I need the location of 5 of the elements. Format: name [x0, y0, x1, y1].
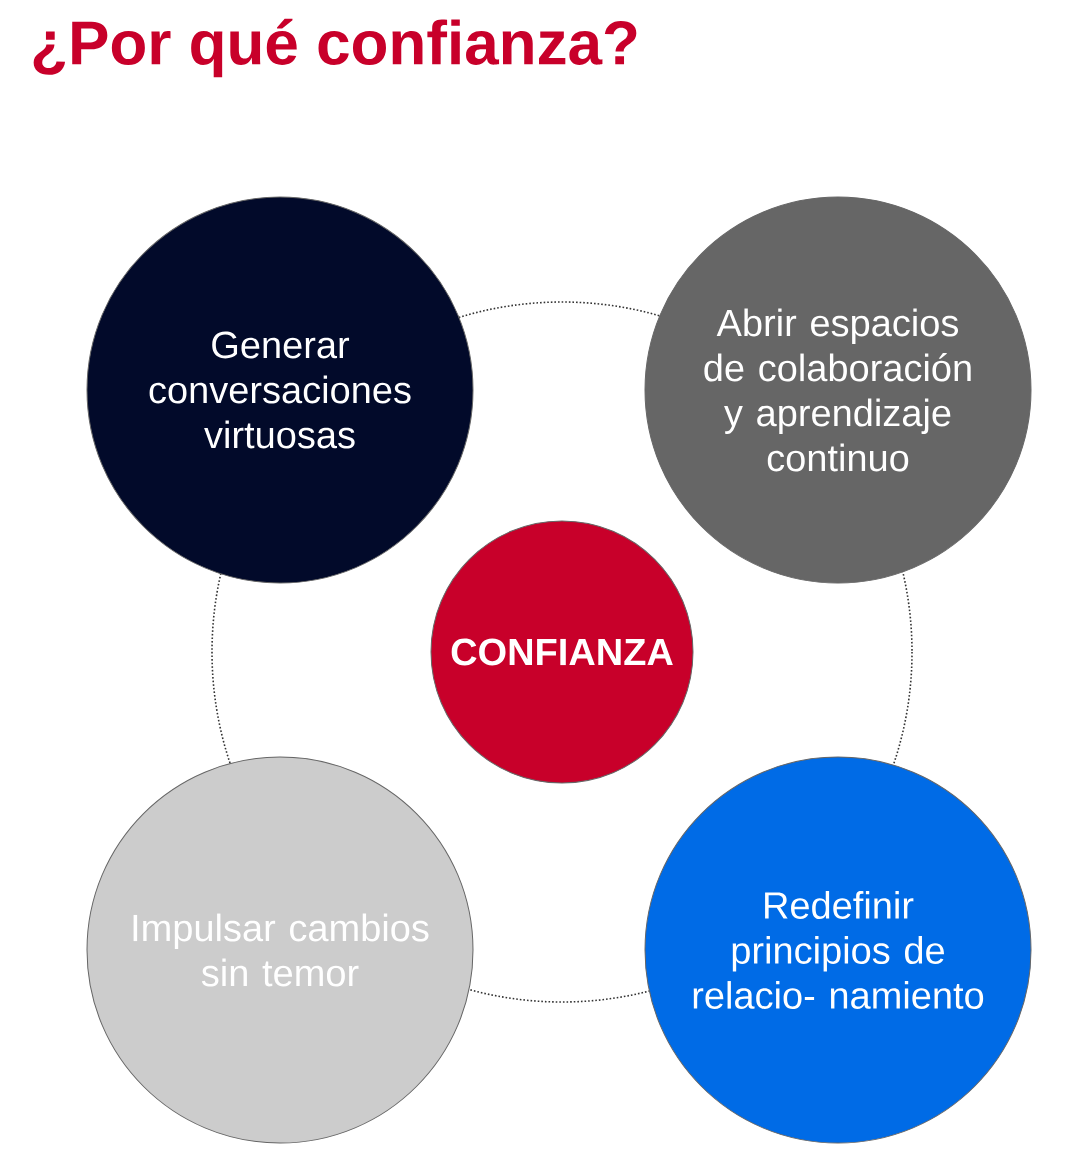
title: ¿Por qué confianza? — [33, 18, 637, 78]
circle-node: Abrir espacios de colaboración y aprendizaje continuo — [644, 196, 1032, 584]
circle-node: Redefinir principios de relacio- namiento — [644, 756, 1032, 1144]
circle-node: CONFIANZA — [430, 520, 694, 784]
circle-node: Generar conversaciones virtuosas — [86, 196, 474, 584]
